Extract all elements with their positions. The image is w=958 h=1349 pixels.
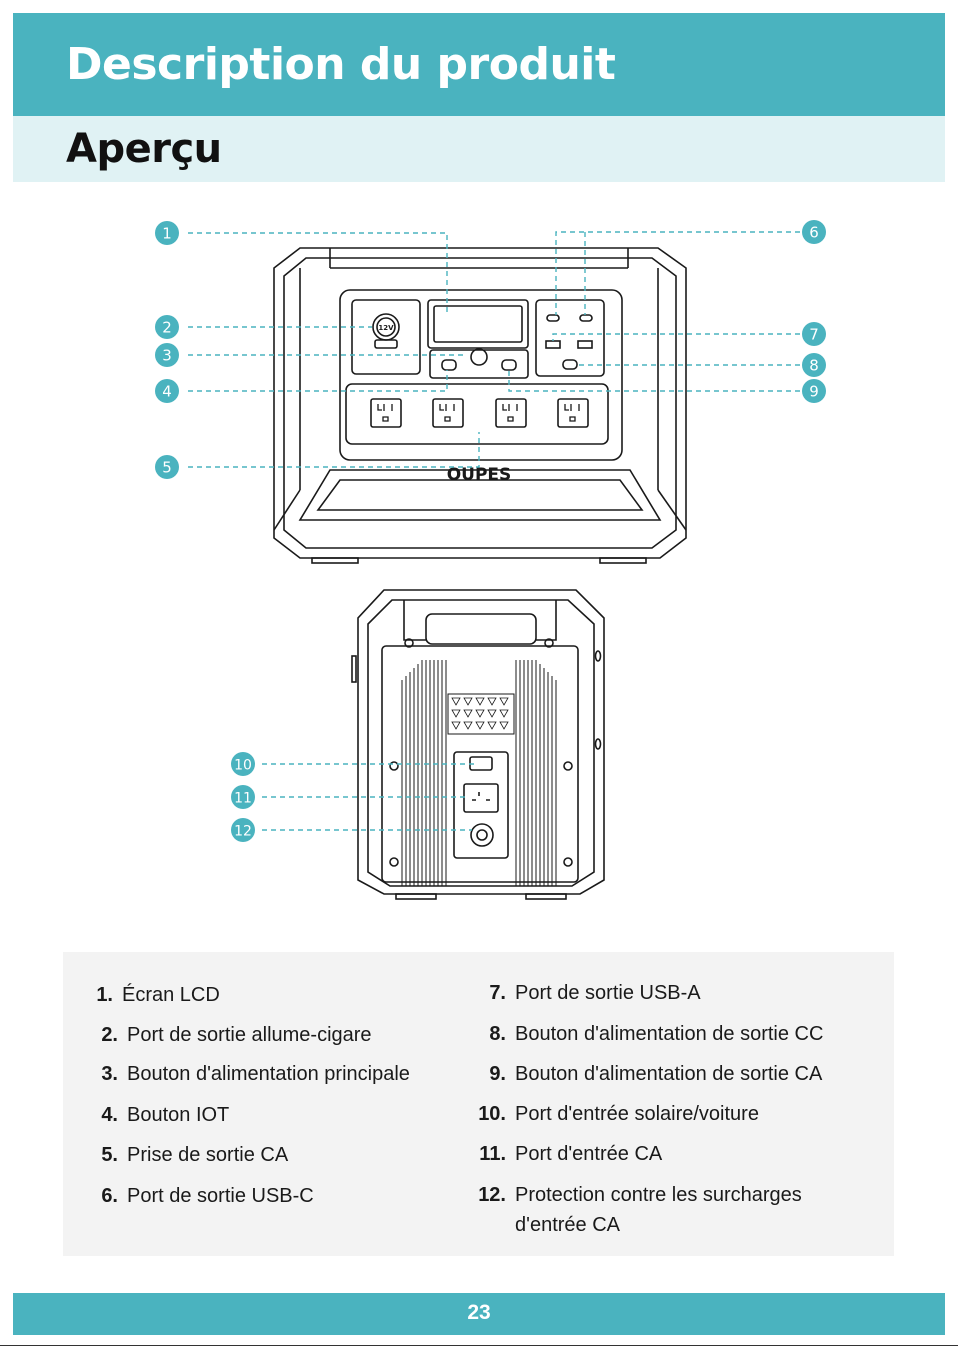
callout-10: 10 <box>231 752 255 776</box>
svg-text:12: 12 <box>234 824 252 840</box>
legend-item-12-cont: d'entrée CA <box>515 1214 620 1236</box>
legend-item-4: 4.Bouton IOT <box>101 1104 230 1126</box>
svg-text:11: 11 <box>234 791 252 807</box>
svg-text:3: 3 <box>162 347 172 365</box>
svg-text:4: 4 <box>162 383 172 401</box>
svg-text:7: 7 <box>809 326 819 344</box>
back-view <box>351 589 605 900</box>
footer-bar: 23 <box>13 1293 945 1335</box>
callout-9: 9 <box>802 379 826 403</box>
ac-outlet-group <box>370 398 589 428</box>
callout-12: 12 <box>231 818 255 842</box>
legend-item-10: 10.Port d'entrée solaire/voiture <box>478 1103 759 1125</box>
legend-item-5: 5.Prise de sortie CA <box>101 1144 289 1166</box>
callout-3: 3 <box>155 343 179 367</box>
svg-text:6: 6 <box>809 224 819 242</box>
title-banner: Description du produit <box>13 13 945 116</box>
legend-item-6: 6.Port de sortie USB-C <box>101 1185 314 1207</box>
svg-text:2: 2 <box>162 319 172 337</box>
legend-item-7: 7.Port de sortie USB-A <box>489 982 701 1004</box>
car-port-label: 12V <box>378 324 394 332</box>
legend-item-1: 1.Écran LCD <box>96 984 220 1006</box>
callout-7: 7 <box>802 322 826 346</box>
brand-logo: OUPES <box>447 465 512 485</box>
callout-2: 2 <box>155 315 179 339</box>
legend-item-2: 2.Port de sortie allume-cigare <box>101 1024 372 1046</box>
callout-4: 4 <box>155 379 179 403</box>
callout-1: 1 <box>155 221 179 245</box>
svg-text:8: 8 <box>809 357 819 375</box>
section-title: Aperçu <box>66 126 222 172</box>
svg-text:5: 5 <box>162 459 172 477</box>
bottom-rule <box>0 1345 958 1346</box>
svg-text:1: 1 <box>162 225 172 243</box>
legend-item-9: 9.Bouton d'alimentation de sortie CA <box>489 1063 823 1085</box>
subtitle-banner: Aperçu <box>13 116 945 182</box>
page-number: 23 <box>467 1301 491 1324</box>
callout-6: 6 <box>802 220 826 244</box>
callout-11: 11 <box>231 785 255 809</box>
svg-text:10: 10 <box>234 758 252 774</box>
front-view: 12V <box>273 247 687 564</box>
page-title: Description du produit <box>66 39 616 90</box>
legend-item-3: 3.Bouton d'alimentation principale <box>101 1063 410 1085</box>
legend-box: 1.Écran LCD 2.Port de sortie allume-ciga… <box>63 952 894 1256</box>
legend-item-8: 8.Bouton d'alimentation de sortie CC <box>489 1023 824 1045</box>
legend-item-12: 12.Protection contre les surcharges <box>478 1184 802 1206</box>
product-diagram: 12V <box>155 220 826 900</box>
svg-text:9: 9 <box>809 383 819 401</box>
callout-8: 8 <box>802 353 826 377</box>
legend-item-11: 11.Port d'entrée CA <box>479 1143 663 1165</box>
callout-5: 5 <box>155 455 179 479</box>
